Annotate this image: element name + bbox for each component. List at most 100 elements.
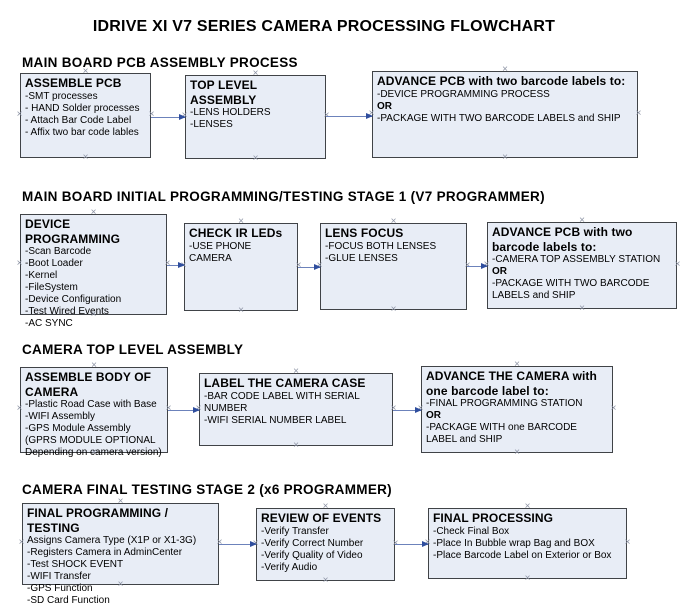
- box-line: -BAR CODE LABEL WITH SERIAL NUMBER: [204, 390, 360, 414]
- box-line: -FINAL PROGRAMMING STATION: [426, 398, 583, 409]
- box-line: -AC SYNC: [25, 318, 73, 329]
- box-title: ADVANCE PCB with two barcode labels to:: [377, 74, 626, 88]
- flow-box-assemble-body: × × × × ASSEMBLE BODY OF CAMERA -Plastic…: [17, 361, 172, 459]
- box-title: FINAL PROGRAMMING / TESTING: [27, 506, 169, 535]
- box-line: -Verify Transfer: [261, 525, 329, 537]
- box-line: -GPS Module Assembly: [25, 423, 131, 434]
- flow-arrow: [151, 113, 186, 120]
- connection-point-icon: ×: [579, 303, 585, 314]
- connection-point-icon: ×: [464, 259, 471, 271]
- connection-point-icon: ×: [216, 537, 223, 548]
- section-heading-initial-programming: MAIN BOARD INITIAL PROGRAMMING/TESTING S…: [22, 189, 545, 204]
- box-line: -USE PHONE CAMERA: [189, 240, 252, 264]
- connection-point-icon: ×: [91, 360, 97, 371]
- box-line: -Registers Camera in AdminCenter: [27, 547, 183, 558]
- flowchart-title: IDRIVE XI V7 SERIES CAMERA PROCESSING FL…: [92, 18, 556, 35]
- connection-point-icon: ×: [91, 447, 97, 458]
- box-line: (GPRS MODULE OPTIONAL Depending on camer…: [25, 435, 162, 458]
- flow-box-lens-focus: × × × × LENS FOCUS -FOCUS BOTH LENSES -G…: [317, 217, 471, 315]
- box-line: -Scan Barcode: [25, 246, 92, 257]
- box-line: - HAND Solder processes: [25, 102, 140, 114]
- connection-point-icon: ×: [90, 309, 97, 320]
- box-line: -Device Configuration: [25, 294, 122, 305]
- connection-point-icon: ×: [674, 258, 681, 270]
- box-line: -Plastic Road Case with Base: [25, 399, 157, 410]
- box-title: ASSEMBLE PCB: [25, 76, 122, 90]
- box-line: - Attach Bar Code Label: [25, 114, 132, 126]
- box-line: OR: [377, 100, 392, 112]
- connection-point-icon: ×: [295, 260, 302, 271]
- arrowhead-icon: [178, 261, 185, 268]
- box-line: -FileSystem: [25, 282, 78, 293]
- box-title: DEVICE PROGRAMMING: [25, 217, 121, 246]
- connection-point-icon: ×: [514, 359, 520, 370]
- flow-box-check-ir-leds: × × × × CHECK IR LEDs -USE PHONE CAMERA: [181, 217, 302, 316]
- flow-arrow: [395, 540, 429, 547]
- box-title: LABEL THE CAMERA CASE: [204, 376, 366, 390]
- connection-point-icon: ×: [164, 257, 171, 269]
- connection-point-icon: ×: [390, 402, 397, 414]
- connection-point-icon: ×: [117, 579, 124, 590]
- connection-point-icon: ×: [322, 501, 329, 512]
- connection-point-icon: ×: [82, 152, 89, 163]
- connection-point-icon: ×: [252, 68, 259, 79]
- arrowhead-icon: [250, 540, 257, 547]
- box-title: LENS FOCUS: [325, 226, 404, 240]
- connection-point-icon: ×: [238, 305, 244, 316]
- box-line: -Place In Bubble wrap Bag and BOX: [433, 537, 595, 549]
- connection-point-icon: ×: [390, 216, 397, 227]
- box-title: ADVANCE THE CAMERA with one barcode labe…: [426, 369, 597, 398]
- flow-box-final-programming-testing: × × × × FINAL PROGRAMMING / TESTING Assi…: [19, 497, 223, 607]
- arrowhead-icon: [193, 406, 200, 413]
- box-line: -SD Card Function: [27, 595, 110, 606]
- box-line: -SMT processes: [25, 90, 98, 102]
- box-line: -Test Wired Events: [25, 306, 109, 317]
- connection-point-icon: ×: [624, 536, 631, 548]
- connection-point-icon: ×: [252, 153, 259, 164]
- connection-point-icon: ×: [635, 107, 642, 119]
- box-line: -GLUE LENSES: [325, 252, 398, 264]
- box-title: CHECK IR LEDs: [189, 226, 283, 240]
- connection-point-icon: ×: [579, 215, 585, 226]
- box-line: -Place Barcode Label on Exterior or Box: [433, 549, 612, 561]
- section-heading-pcb-assembly: MAIN BOARD PCB ASSEMBLY PROCESS: [22, 55, 298, 70]
- connection-point-icon: ×: [18, 537, 25, 548]
- arrowhead-icon: [415, 406, 422, 413]
- arrowhead-icon: [481, 262, 488, 269]
- connection-point-icon: ×: [524, 501, 531, 512]
- connection-point-icon: ×: [322, 575, 329, 586]
- connection-point-icon: ×: [117, 496, 124, 507]
- box-line: -FOCUS BOTH LENSES: [325, 240, 437, 252]
- connection-point-icon: ×: [16, 108, 23, 120]
- box-title: ASSEMBLE BODY OF CAMERA: [25, 370, 152, 399]
- box-title: REVIEW OF EVENTS: [261, 511, 382, 525]
- flow-box-advance-pcb-stage1: × × × × ADVANCE PCB with two barcode lab…: [369, 65, 642, 163]
- flow-box-review-of-events: × × × × REVIEW OF EVENTS -Verify Transfe…: [253, 502, 399, 586]
- box-line: -Check Final Box: [433, 525, 510, 537]
- connection-point-icon: ×: [82, 66, 89, 77]
- flow-arrow: [326, 112, 373, 119]
- connection-point-icon: ×: [524, 573, 531, 584]
- box-line: OR: [492, 266, 507, 277]
- flow-box-assemble-pcb: × × × × ASSEMBLE PCB -SMT processes - HA…: [17, 67, 155, 163]
- box-line: -LENS HOLDERS: [190, 107, 271, 118]
- box-line: -Boot Loader: [25, 258, 83, 269]
- flow-box-advance-camera: × × × × ADVANCE THE CAMERA with one barc…: [418, 360, 617, 458]
- box-line: -Verify Correct Number: [261, 537, 364, 549]
- box-title: FINAL PROCESSING: [433, 511, 554, 525]
- box-line: -CAMERA TOP ASSEMBLY STATION: [492, 254, 661, 265]
- connection-point-icon: ×: [238, 216, 244, 227]
- box-line: -GPS Function: [27, 583, 93, 594]
- flow-arrow: [219, 540, 257, 547]
- box-line: -PACKAGE WITH one BARCODE LABEL and SHIP: [426, 422, 577, 445]
- connection-point-icon: ×: [392, 537, 399, 549]
- box-title: ADVANCE PCB with two barcode labels to:: [492, 225, 633, 254]
- box-line: -WIFI Assembly: [25, 411, 96, 422]
- box-line: -DEVICE PROGRAMMING PROCESS: [377, 88, 550, 100]
- box-line: Assigns Camera Type (X1P or X1-3G): [27, 535, 197, 546]
- arrowhead-icon: [314, 263, 321, 270]
- flow-arrow: [467, 262, 488, 269]
- arrowhead-icon: [422, 540, 429, 547]
- box-title: TOP LEVEL ASSEMBLY: [190, 78, 257, 107]
